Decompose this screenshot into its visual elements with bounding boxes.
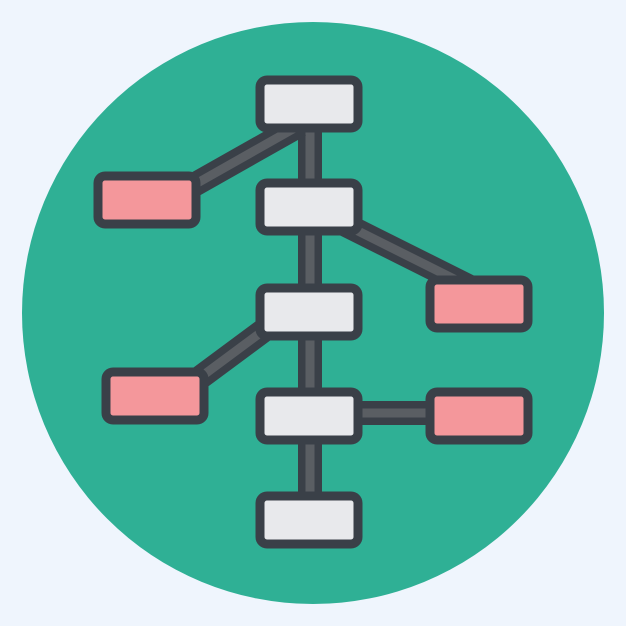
side-node-lower-right	[425, 387, 533, 445]
main-node-3	[255, 283, 363, 341]
side-node-top-left	[93, 171, 201, 229]
main-node-5	[255, 491, 363, 549]
side-node-lower-left	[101, 367, 209, 425]
branch-connector-top-left	[179, 114, 306, 201]
main-node-1	[255, 75, 363, 133]
nodes	[93, 75, 533, 549]
main-node-4	[255, 387, 363, 445]
side-node-upper-right	[425, 275, 533, 333]
main-node-2	[255, 178, 363, 236]
